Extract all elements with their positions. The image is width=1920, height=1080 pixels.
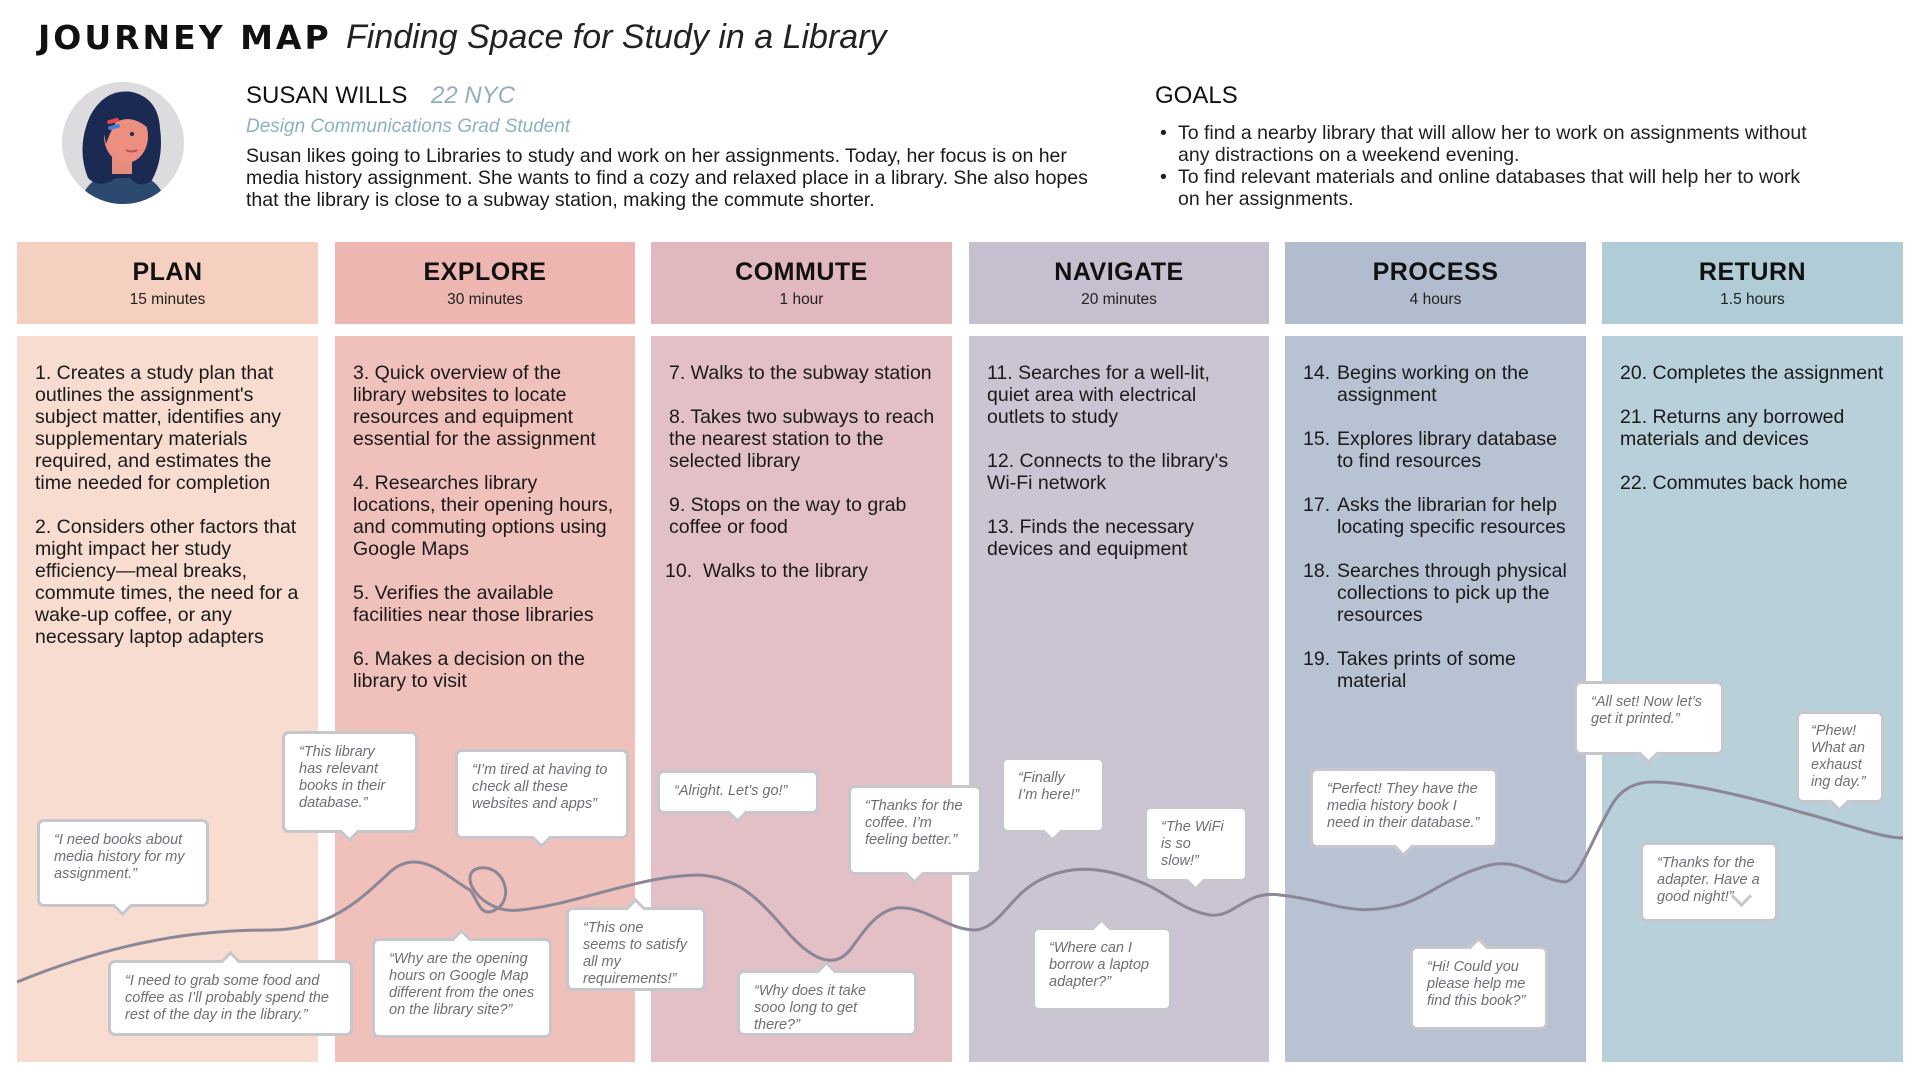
stage-header-return: RETURN 1.5 hours <box>1602 242 1903 324</box>
step-item: 17. Asks the librarian for help locating … <box>1303 494 1570 538</box>
step-number: 14. <box>1303 362 1331 384</box>
step-item: 20. Completes the assignment <box>1620 362 1884 384</box>
step-number: 19. <box>1303 648 1331 670</box>
stage-column-plan: 1. Creates a study plan that outlines th… <box>17 336 318 1062</box>
step-item: 22. Commutes back home <box>1620 472 1848 494</box>
step-text: Begins working on the assignment <box>1337 362 1529 406</box>
step-text: Explores library database to find resour… <box>1337 428 1558 472</box>
step-item: 10. Walks to the library <box>665 560 869 582</box>
step-item: 4. Researches library locations, their o… <box>353 472 614 560</box>
goal-item: To find relevant materials and online da… <box>1160 166 1820 210</box>
goal-item: To find a nearby library that will allow… <box>1160 122 1820 166</box>
quote-bubble: “Hi! Could you please help me find this … <box>1410 946 1548 1030</box>
step-text: Searches through physical collections to… <box>1337 560 1567 626</box>
step-item: 5. Verifies the available facilities nea… <box>353 582 594 626</box>
quote-bubble: “I’m tired at having to check all these … <box>455 749 629 839</box>
stage-header-plan: PLAN 15 minutes <box>17 242 318 324</box>
step-item: 8. Takes two subways to reach the neares… <box>669 406 935 472</box>
quote-bubble: “Finally I’m here!” <box>1001 757 1105 833</box>
stage-duration: 4 hours <box>1409 291 1462 308</box>
persona-bio: Susan likes going to Libraries to study … <box>246 145 1088 211</box>
stage-name: RETURN <box>1698 258 1807 286</box>
quote-bubble: “I need to grab some food and coffee as … <box>108 960 353 1036</box>
persona-role: Design Communications Grad Student <box>246 116 571 137</box>
step-item: 13. Finds the necessary devices and equi… <box>987 516 1195 560</box>
quote-bubble: “Thanks for the adapter. Have a good nig… <box>1640 842 1778 922</box>
stage-duration: 1 hour <box>779 291 824 308</box>
quote-bubble: “Why does it take sooo long to get there… <box>737 970 917 1036</box>
step-number: 18. <box>1303 560 1331 582</box>
stage-name: EXPLORE <box>423 258 547 286</box>
step-number: 15. <box>1303 428 1331 450</box>
stage-duration: 30 minutes <box>447 291 523 308</box>
step-item: 14. Begins working on the assignment <box>1303 362 1570 406</box>
step-item: 12. Connects to the library's Wi-Fi netw… <box>987 450 1229 494</box>
stage-name: NAVIGATE <box>1054 258 1184 286</box>
stage-header-commute: COMMUTE 1 hour <box>651 242 952 324</box>
quote-bubble: “The WiFi is so slow!” <box>1144 806 1248 882</box>
goals-title: GOALS <box>1155 82 1238 109</box>
step-item: 6. Makes a decision on the library to vi… <box>353 648 585 692</box>
journey-map-title: JOURNEY MAP <box>38 18 332 57</box>
quote-bubble: “I need books about media history for my… <box>37 819 209 907</box>
step-text: Asks the librarian for help locating spe… <box>1337 494 1566 538</box>
stage-name: PLAN <box>132 258 203 286</box>
stage-duration: 1.5 hours <box>1720 291 1785 308</box>
quote-bubble: “Phew! What an exhaust ing day.” <box>1796 711 1884 803</box>
stage-duration: 20 minutes <box>1081 291 1157 308</box>
journey-map-subtitle: Finding Space for Study in a Library <box>346 18 887 56</box>
step-item: 18. Searches through physical collections… <box>1303 560 1570 626</box>
quote-bubble: “Why are the opening hours on Google Map… <box>372 938 552 1038</box>
stage-header-navigate: NAVIGATE 20 minutes <box>969 242 1269 324</box>
quote-bubble: “This library has relevant books in thei… <box>282 731 418 833</box>
quote-bubble: “Thanks for the coffee. I’m feeling bett… <box>848 785 982 875</box>
quote-bubble: “This one seems to satisfy all my requir… <box>566 907 706 991</box>
step-item: 11. Searches for a well-lit, quiet area … <box>987 362 1210 428</box>
step-item: 1. Creates a study plan that outlines th… <box>35 362 282 494</box>
step-item: 19. Takes prints of some material <box>1303 648 1570 692</box>
step-item: 9. Stops on the way to grab coffee or fo… <box>669 494 907 538</box>
step-item: 2. Considers other factors that might im… <box>35 516 299 648</box>
step-item: 3. Quick overview of the library website… <box>353 362 596 450</box>
stage-header-process: PROCESS 4 hours <box>1285 242 1586 324</box>
stage-name: COMMUTE <box>735 258 868 286</box>
stage-header-explore: EXPLORE 30 minutes <box>335 242 635 324</box>
persona-age-location: 22 NYC <box>431 82 516 109</box>
goals-list: To find a nearby library that will allow… <box>1160 122 1820 210</box>
stage-name: PROCESS <box>1372 258 1499 286</box>
quote-bubble: “All set! Now let’s get it printed.” <box>1574 681 1724 755</box>
step-item: 7. Walks to the subway station <box>669 362 932 384</box>
step-number: 17. <box>1303 494 1331 516</box>
step-item: 21. Returns any borrowed materials and d… <box>1620 406 1845 450</box>
step-item: 15. Explores library database to find res… <box>1303 428 1570 472</box>
quote-bubble: “Alright. Let’s go!” <box>657 770 819 814</box>
quote-bubble: “Where can I borrow a laptop adapter?” <box>1032 927 1172 1011</box>
persona-name: SUSAN WILLS <box>246 82 408 109</box>
step-text: Takes prints of some material <box>1337 648 1516 692</box>
quote-bubble: “Perfect! They have the media history bo… <box>1310 768 1498 848</box>
stage-duration: 15 minutes <box>129 291 206 308</box>
woman-avatar-icon <box>62 82 184 204</box>
